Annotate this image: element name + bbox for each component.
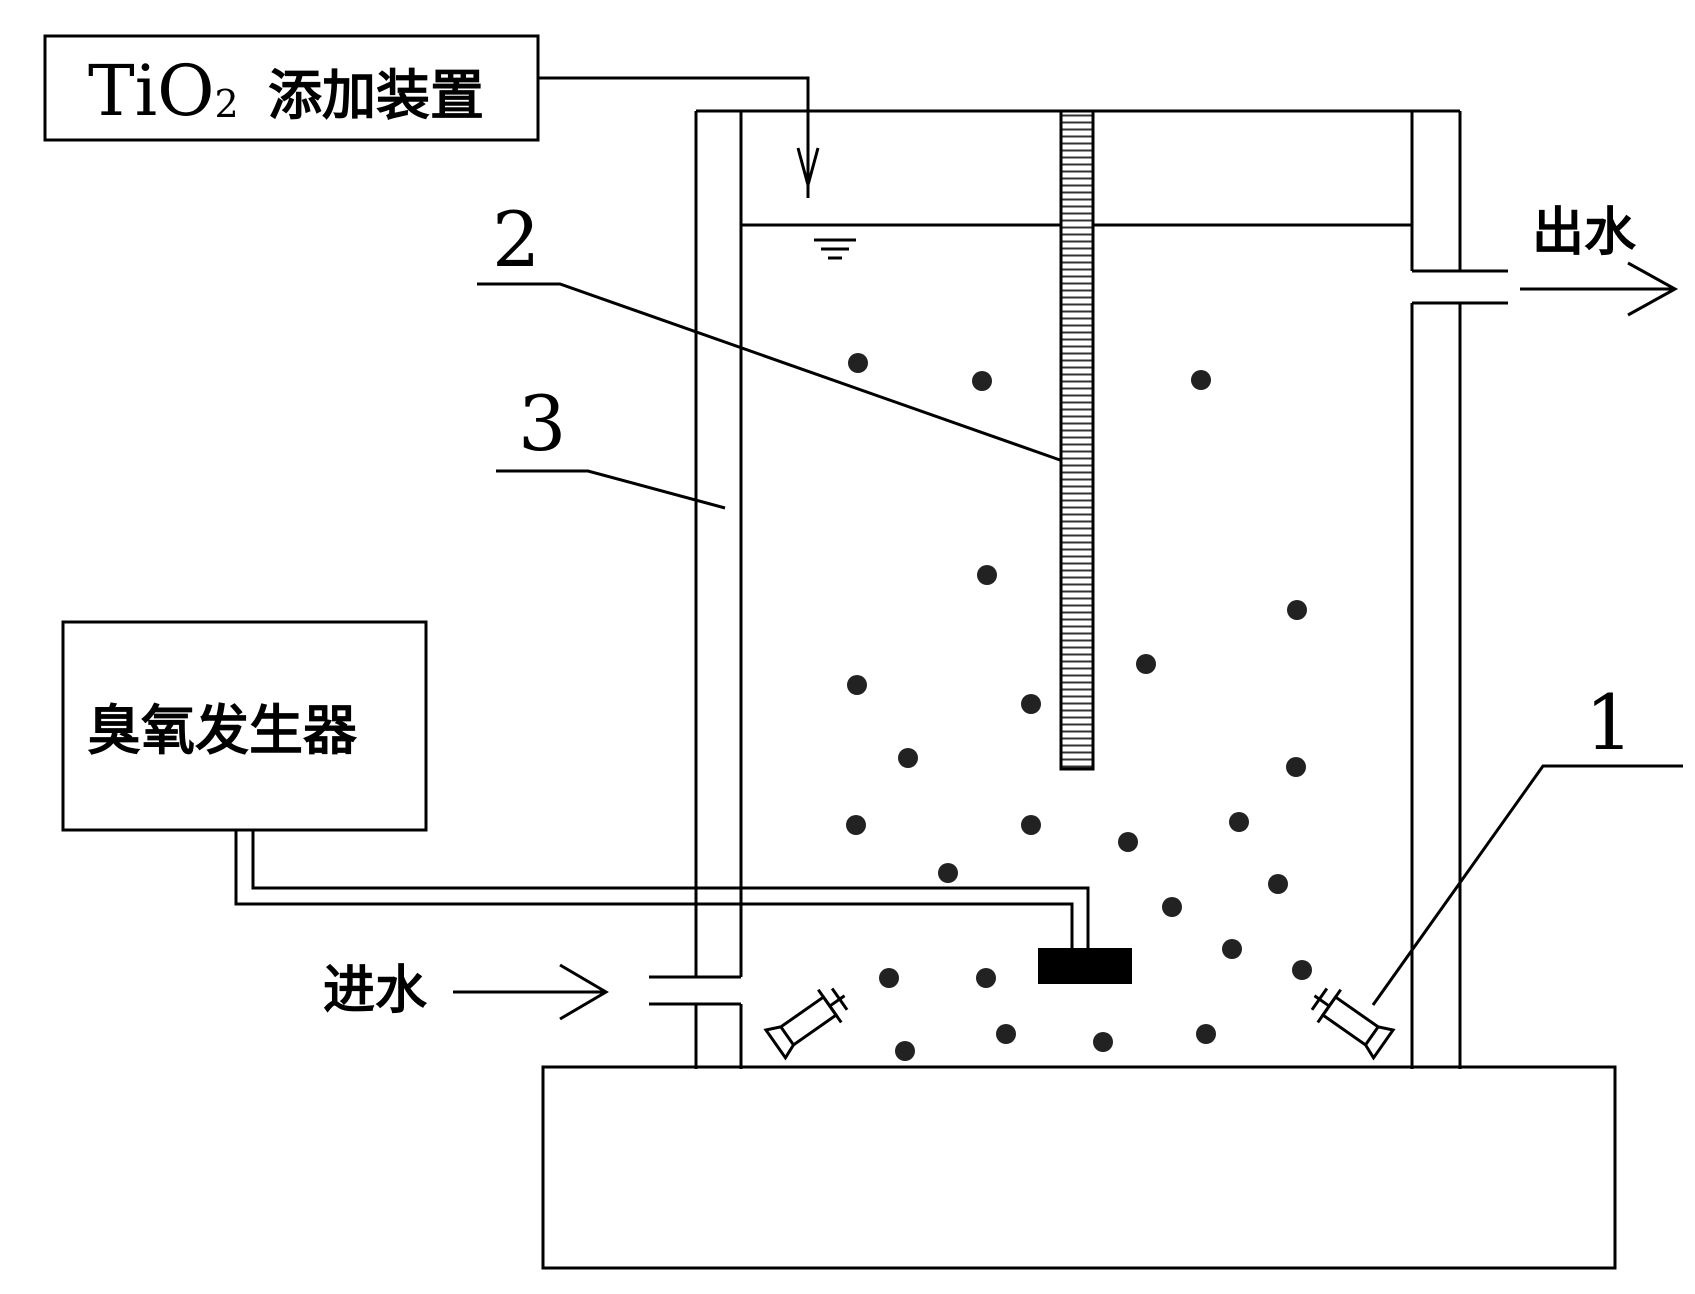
ozone-generator-label: 臭氧发生器: [87, 699, 358, 762]
bubble: [1136, 654, 1156, 674]
callout-2: 2: [492, 195, 540, 284]
bubble: [1191, 370, 1211, 390]
left-wall: [694, 111, 743, 1069]
bubble: [1021, 815, 1041, 835]
bubble: [846, 815, 866, 835]
nozzle-left: [763, 987, 849, 1061]
bubble: [996, 1024, 1016, 1044]
right-wall: [1410, 111, 1462, 1069]
uv-lamp-rod: [1059, 109, 1095, 771]
bubble: [1222, 939, 1242, 959]
tio2-feed-line: [538, 76, 820, 198]
bubble: [898, 748, 918, 768]
callout-line-1: [1371, 764, 1683, 1006]
tio2-formula: TiO2: [88, 50, 239, 132]
bubble: [847, 675, 867, 695]
bubble: [1286, 757, 1306, 777]
bubble: [976, 968, 996, 988]
callout-1: 1: [1585, 678, 1633, 767]
bubble: [848, 353, 868, 373]
bubble: [1287, 600, 1307, 620]
bubble: [972, 371, 992, 391]
tio2-device-box: [43, 34, 540, 142]
bubble: [1118, 832, 1138, 852]
callout-3: 3: [518, 379, 566, 468]
bubble: [1268, 874, 1288, 894]
water-in-label: 进水: [323, 961, 428, 1021]
ozone-generator-box: [61, 620, 428, 832]
callout-line-3: [496, 469, 726, 510]
water-in-arrow: [453, 963, 609, 1021]
bubble: [977, 565, 997, 585]
reactor-base: [541, 1065, 1617, 1270]
ozone-gas-line: [234, 830, 1090, 950]
gas-bubbles: [846, 353, 1312, 1061]
bubble: [1292, 960, 1312, 980]
tio2-device-label: 添加装置: [268, 64, 484, 127]
water-level-symbol: [814, 238, 856, 260]
outlet-pipe: [1412, 269, 1508, 305]
callout-line-2: [477, 282, 1061, 462]
bubble: [879, 968, 899, 988]
bubble: [1196, 1024, 1216, 1044]
bubble: [1093, 1032, 1113, 1052]
bubble: [1229, 812, 1249, 832]
bubble: [938, 863, 958, 883]
water-out-arrow: [1520, 261, 1679, 317]
bubble: [895, 1041, 915, 1061]
water-out-label: 出水: [1532, 203, 1637, 263]
bubble: [1162, 897, 1182, 917]
bubble: [1021, 694, 1041, 714]
ozone-diffuser: [1038, 948, 1132, 984]
nozzle-right: [1310, 987, 1396, 1061]
inlet-pipe: [649, 975, 741, 1006]
